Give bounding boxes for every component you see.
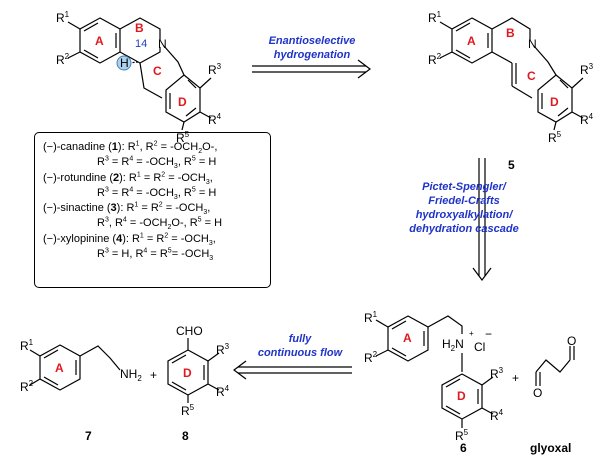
- hydrogenation-caption-1: Enantioselective: [269, 35, 356, 47]
- legend-line-sinactine-2: R3, R4 = -OCH2O-, R5 = H: [97, 216, 223, 232]
- legend-line-canadine-2: R3 = R4 = -OCH3, R5 = H: [97, 155, 217, 171]
- substituent-r4-6: R4: [490, 408, 504, 423]
- highlight-circle: [116, 55, 132, 71]
- atom-h: H: [120, 56, 129, 70]
- tetrahydroprotoberberine-structure: [67, 17, 212, 131]
- substituent-r1-6: R1: [364, 310, 378, 325]
- substituent-r5-6: R5: [455, 428, 469, 443]
- atom-n-5: N: [528, 37, 537, 51]
- substituent-r4-8: R4: [216, 384, 230, 399]
- substituent-r1-7: R1: [20, 338, 34, 353]
- continuous-flow-arrow: [233, 360, 352, 380]
- ring-label-d-5: D: [550, 95, 559, 109]
- substituent-r4-5: R4: [580, 112, 594, 127]
- substituent-r5-5: R5: [548, 130, 562, 145]
- legend-line-canadine: (−)-canadine (1): R1, R2 = -OCH2O-,: [43, 140, 218, 156]
- ring-label-a-7: A: [55, 361, 64, 375]
- substituent-r2: R2: [56, 52, 70, 67]
- compound-label-5: 5: [508, 158, 515, 172]
- benzaldehyde-structure: [167, 338, 220, 403]
- legend-line-sinactine: (−)-sinactine (3): R1 = R2 = -OCH3,: [43, 201, 211, 217]
- protoberberine-structure: [439, 17, 584, 131]
- flow-caption-1: fully: [289, 333, 312, 345]
- chloride-ion: Cl: [474, 340, 485, 354]
- substituent-r1-5: R1: [428, 10, 442, 25]
- ring-label-a: A: [95, 34, 104, 48]
- substituent-r4: R4: [208, 112, 222, 127]
- c14-label: 14: [135, 38, 147, 50]
- cascade-arrow: [472, 158, 492, 281]
- substituent-r2-7: R2: [20, 379, 34, 394]
- substituent-r1: R1: [56, 10, 70, 25]
- cascade-caption-3: hydroxyalkylation/: [416, 209, 515, 221]
- legend-line-xylopinine-2: R3 = H, R4 = R5= -OCH3: [97, 247, 214, 263]
- substituent-r5-8: R5: [181, 403, 195, 418]
- cascade-caption-2: Friedel-Crafts: [428, 195, 500, 207]
- cascade-caption-4: dehydration cascade: [409, 223, 518, 235]
- atom-n: N: [158, 37, 167, 51]
- ring-label-c: C: [153, 64, 162, 78]
- negative-charge: −: [485, 327, 492, 341]
- legend-line-rotundine: (−)-rotundine (2): R1 = R2 = -OCH3,: [43, 170, 213, 186]
- compound-label-8: 8: [182, 429, 189, 443]
- positive-charge: +: [469, 329, 474, 338]
- aldehyde-group: CHO: [176, 324, 203, 338]
- ring-label-a-6: A: [403, 331, 412, 345]
- ring-label-b-5: B: [506, 26, 515, 40]
- amine-group: NH2: [120, 367, 142, 383]
- legend-line-rotundine-2: R3 = R4 = -OCH3, R5 = H: [97, 186, 217, 202]
- substituent-r3-6: R3: [490, 366, 504, 381]
- substituent-r3-8: R3: [216, 342, 230, 357]
- plus-sign-left: +: [150, 368, 157, 382]
- substituent-r3: R3: [208, 62, 222, 77]
- glyoxal-oxygen-1: O: [533, 386, 542, 400]
- ring-label-b: B: [135, 21, 144, 35]
- substituent-r2-6: R2: [364, 350, 378, 365]
- compound-label-7: 7: [85, 429, 92, 443]
- ring-label-d-8: D: [183, 366, 192, 380]
- substituent-r2-5: R2: [428, 52, 442, 67]
- cascade-caption-1: Pictet-Spengler/: [422, 181, 508, 193]
- plus-sign-right: +: [512, 371, 519, 385]
- ammonium-group: H2N: [442, 337, 464, 353]
- legend-line-xylopinine: (−)-xylopinine (4): R1 = R2 = -OCH3,: [43, 232, 216, 247]
- ring-label-c-5: C: [527, 69, 536, 83]
- ammonium-salt-structure: [375, 315, 494, 428]
- ring-label-d: D: [178, 95, 187, 109]
- ring-label-a-5: A: [467, 34, 476, 48]
- glyoxal-oxygen-2: O: [567, 334, 576, 348]
- glyoxal-structure: [535, 346, 575, 386]
- hydrogenation-arrow: [252, 59, 371, 79]
- flow-caption-2: continuous flow: [258, 347, 344, 359]
- glyoxal-label: glyoxal: [530, 441, 571, 455]
- ring-label-d-6: D: [457, 389, 466, 403]
- substituent-r5: R5: [176, 130, 190, 145]
- substituent-r3-5: R3: [580, 62, 594, 77]
- phenethylamine-structure: [29, 344, 121, 391]
- hydrogenation-caption-2: hydrogenation: [274, 49, 351, 61]
- substituent-legend-box: (−)-canadine (1): R1, R2 = -OCH2O-, R3 =…: [34, 132, 271, 288]
- compound-label-6: 6: [460, 441, 467, 455]
